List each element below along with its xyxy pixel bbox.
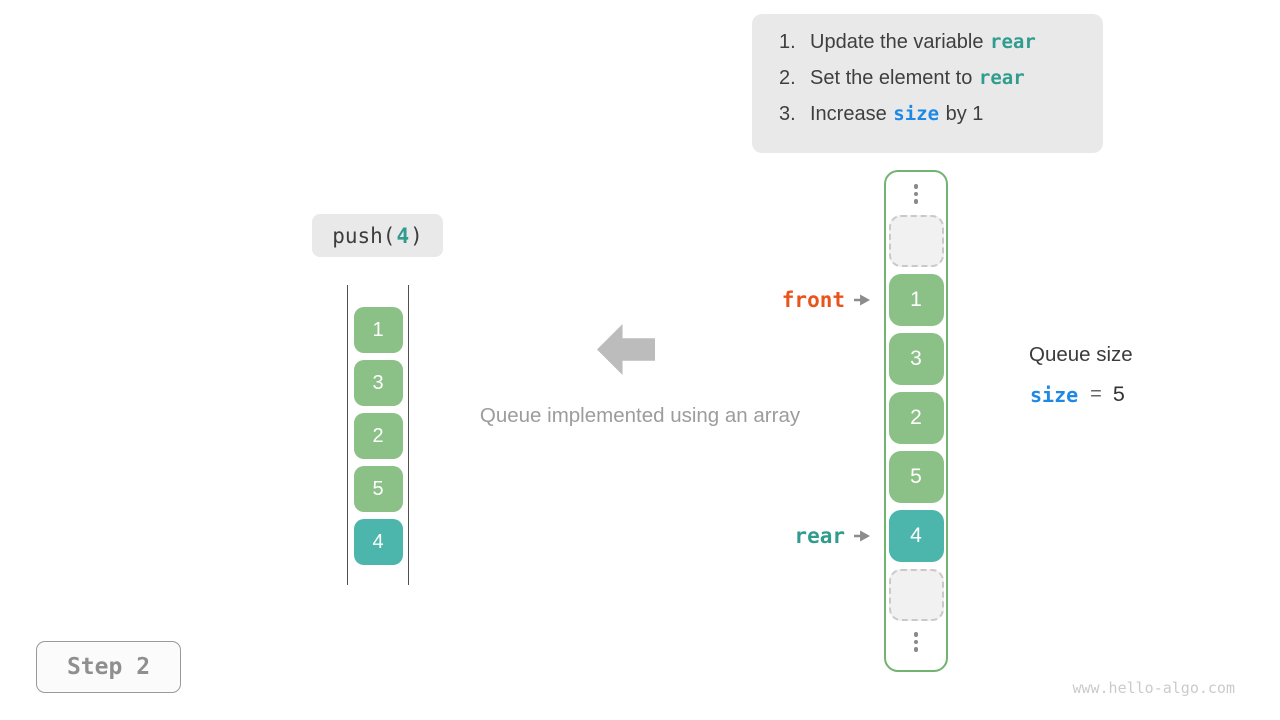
- ellipsis-icon: [913, 180, 919, 208]
- instruction-text: Increase size by 1: [810, 103, 983, 126]
- pointer-arrow-icon: [854, 530, 870, 542]
- instruction-item: 3. Increase size by 1: [779, 103, 1103, 139]
- instruction-text: Set the element to rear: [810, 67, 1026, 90]
- array-cell: 1: [888, 274, 944, 326]
- array-cell-highlighted: 4: [888, 510, 944, 562]
- instruction-number: 3.: [779, 103, 796, 125]
- left-block-arrow-icon: [597, 324, 655, 375]
- instruction-pre: Update the variable: [810, 31, 990, 53]
- empty-slot: [888, 569, 944, 621]
- instruction-number: 2.: [779, 67, 796, 89]
- stack-cell: 3: [353, 360, 403, 406]
- array-cell: 2: [888, 392, 944, 444]
- stack-cell: 2: [353, 413, 403, 459]
- pointer-arrow-icon: [854, 294, 870, 306]
- size-value: 5: [1112, 382, 1125, 406]
- queue-size-title: Queue size: [1029, 343, 1133, 366]
- abstract-queue-stack: 1 3 2 5 4: [347, 285, 409, 585]
- stack-cell: 1: [353, 307, 403, 353]
- equals-sign: =: [1090, 383, 1102, 405]
- instruction-item: 2. Set the element to rear: [779, 67, 1103, 103]
- instruction-text: Update the variable rear: [810, 31, 1037, 54]
- rear-pointer-label: rear: [794, 524, 845, 548]
- size-variable: size: [1030, 382, 1079, 407]
- code-token-rear: rear: [990, 31, 1036, 53]
- instruction-post: by 1: [940, 103, 984, 125]
- array-cell: 3: [888, 333, 944, 385]
- array-cell: 5: [888, 451, 944, 503]
- instruction-number: 1.: [779, 31, 796, 53]
- front-pointer-label: front: [781, 288, 845, 312]
- diagram-caption: Queue implemented using an array: [479, 404, 801, 427]
- ellipsis-icon: [913, 628, 919, 656]
- queue-size-value-line: size = 5: [1029, 382, 1133, 407]
- watermark: www.hello-algo.com: [1072, 679, 1235, 697]
- instruction-box: 1. Update the variable rear 2. Set the e…: [752, 14, 1103, 153]
- code-token-rear: rear: [978, 67, 1025, 89]
- step-badge: Step 2: [36, 641, 181, 693]
- push-suffix: ): [410, 223, 423, 248]
- stack-cell: 5: [353, 466, 403, 512]
- push-prefix: push(: [332, 223, 396, 248]
- instruction-item: 1. Update the variable rear: [779, 31, 1103, 67]
- push-operation-label: push(4): [312, 214, 443, 257]
- push-argument: 4: [396, 223, 410, 248]
- instruction-pre: Increase: [810, 103, 893, 125]
- queue-size-panel: Queue size size = 5: [1029, 343, 1133, 407]
- empty-slot: [888, 215, 944, 267]
- instruction-pre: Set the element to: [810, 67, 978, 89]
- rear-pointer: rear: [794, 522, 870, 550]
- front-pointer: front: [782, 286, 870, 314]
- array-container: 1 3 2 5 4: [884, 170, 948, 672]
- stack-cell-highlighted: 4: [353, 519, 403, 565]
- code-token-size: size: [893, 103, 940, 125]
